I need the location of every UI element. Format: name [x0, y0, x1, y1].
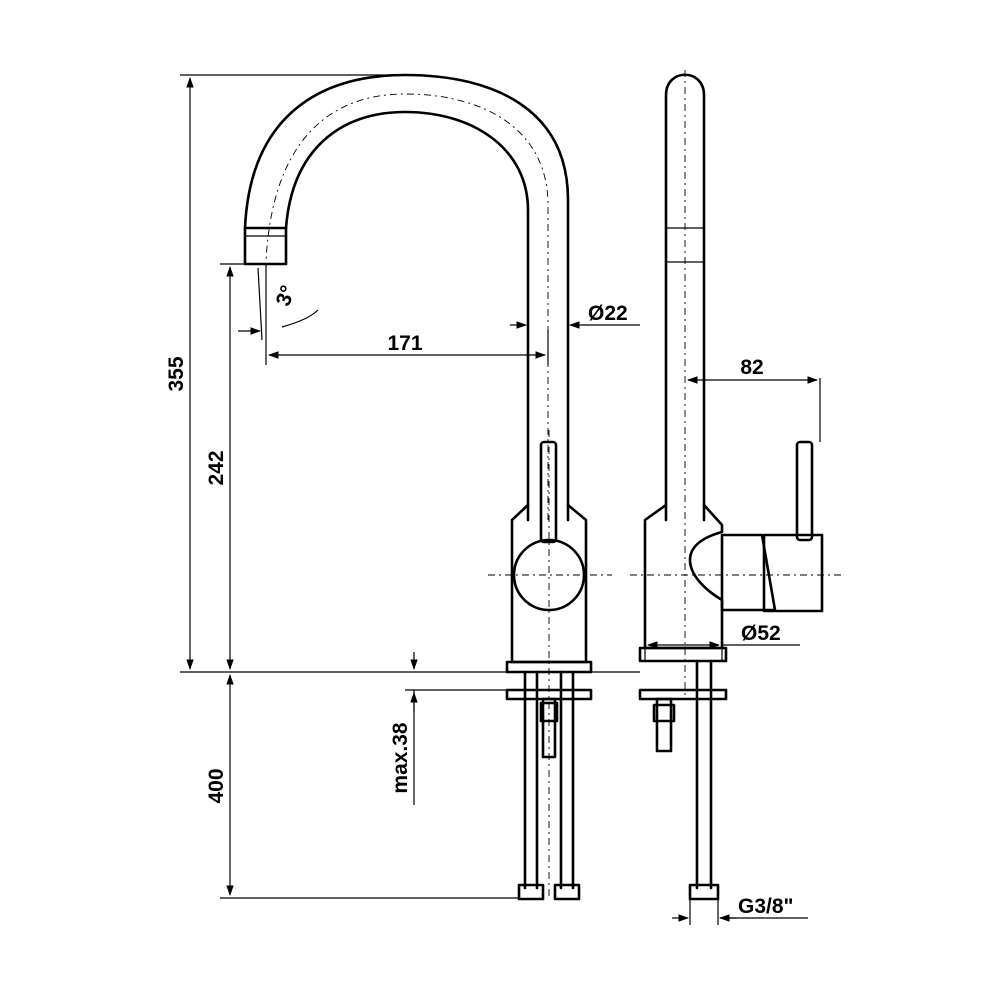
side-lever-handle [795, 440, 814, 542]
threaded-rod [541, 697, 557, 759]
spout-centerline [265, 93, 549, 520]
label-hose-length: 400 [205, 768, 228, 803]
label-total-height: 355 [165, 356, 188, 391]
label-spout-angle: 3° [272, 282, 300, 309]
spout-outer-contour [243, 73, 570, 522]
aerator-nozzle [243, 226, 288, 266]
side-body [643, 503, 724, 650]
side-lever-housing [720, 533, 777, 612]
label-lever-offset: 82 [740, 356, 763, 379]
side-hose-fitting [688, 883, 720, 901]
hose-fitting-left [517, 883, 545, 901]
label-max-counter: max.38 [389, 722, 412, 794]
side-base-plate [638, 646, 728, 663]
front-view [243, 73, 612, 901]
label-spout-reach: 171 [387, 332, 422, 355]
dimension-lines [180, 74, 821, 925]
hose-fitting-right [553, 883, 581, 901]
label-connection-thread: G3/8" [738, 895, 793, 918]
lever-handle [539, 440, 558, 544]
label-base-diameter: Ø52 [741, 622, 781, 645]
label-spout-height: 242 [205, 450, 228, 485]
label-spout-diameter: Ø22 [588, 302, 628, 325]
spout-inner-contour [284, 110, 530, 522]
side-view [630, 70, 842, 901]
